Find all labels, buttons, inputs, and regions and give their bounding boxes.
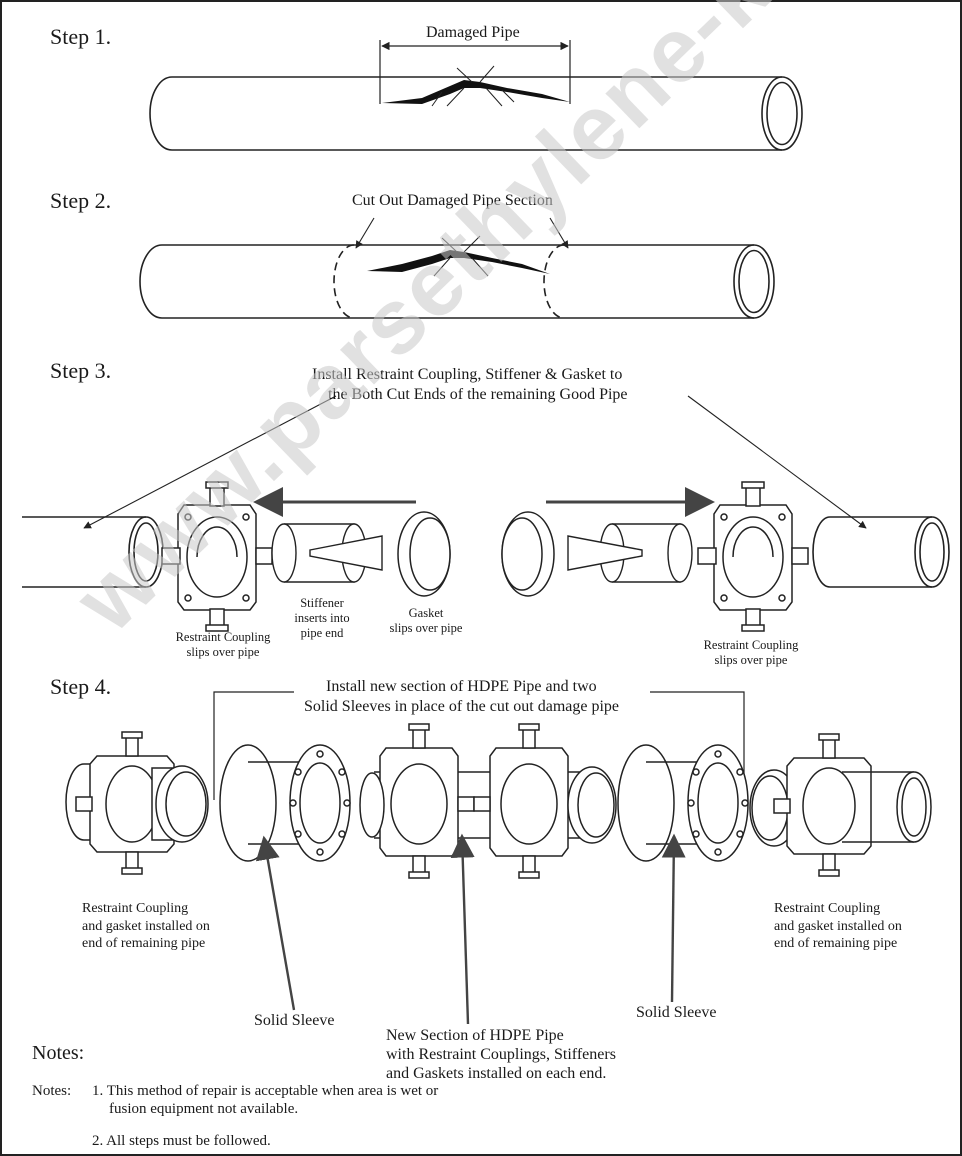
step3-left-coupling — [161, 481, 273, 632]
step1-crack — [382, 65, 570, 107]
step3-leaders — [83, 395, 867, 529]
stiffener-label: Stiffener inserts into pipe end — [294, 596, 350, 640]
step1-label: Step 1. — [50, 24, 112, 49]
step4-left-assembly — [65, 731, 209, 875]
step2-crack — [367, 235, 550, 277]
notes-prefix: Notes: — [32, 1083, 72, 1099]
step3-label: Step 3. — [50, 358, 112, 383]
step3-right-pipe — [812, 516, 950, 588]
note-1-line2: fusion equipment not available. — [109, 1101, 299, 1117]
step2-caption: Cut Out Damaged Pipe Section — [352, 192, 553, 209]
step2-label: Step 2. — [50, 188, 112, 213]
step3-right-coupling-label: Restraint Coupling slips over pipe — [703, 638, 799, 667]
step4-right-assembly — [749, 733, 932, 877]
step4-center-assembly — [359, 723, 617, 879]
step4-leaders — [255, 833, 686, 1025]
notes-heading: Notes: — [32, 1042, 85, 1064]
step4-right-sleeve — [617, 744, 749, 862]
step1-pipe — [149, 76, 803, 151]
step3-right-coupling — [697, 481, 809, 632]
step3-right-gasket — [501, 511, 555, 597]
step4-left-label: Restraint Coupling and gasket installed … — [82, 901, 210, 951]
step3-caption-line2: the Both Cut Ends of the remaining Good … — [328, 386, 628, 403]
step3-caption-line1: Install Restraint Coupling, Stiffener & … — [312, 366, 623, 383]
step3-right-stiffener — [567, 523, 693, 583]
step3-left-gasket — [397, 511, 451, 597]
gasket-label: Gasket slips over pipe — [389, 606, 463, 635]
step4-bracket — [213, 691, 745, 800]
step4-caption-line2: Solid Sleeves in place of the cut out da… — [304, 698, 620, 715]
note-1-line1: 1. This method of repair is acceptable w… — [92, 1083, 439, 1099]
step3-left-coupling-label: Restraint Coupling slips over pipe — [175, 630, 271, 659]
cut-leaders — [355, 217, 569, 249]
step1-caption: Damaged Pipe — [426, 24, 520, 41]
new-section-label: New Section of HDPE Pipe with Restraint … — [386, 1027, 616, 1083]
step4-right-label: Restraint Coupling and gasket installed … — [774, 901, 902, 951]
solid-sleeve-left-label: Solid Sleeve — [254, 1012, 335, 1029]
step4-label: Step 4. — [50, 674, 112, 699]
solid-sleeve-right-label: Solid Sleeve — [636, 1004, 717, 1021]
step3-left-pipe — [22, 516, 164, 588]
damaged-pipe-dimension — [379, 40, 571, 104]
step3-left-stiffener — [271, 523, 383, 583]
step4-left-sleeve — [219, 744, 351, 862]
step4-caption-line1: Install new section of HDPE Pipe and two — [326, 678, 597, 695]
step2-pipe — [139, 244, 775, 319]
note-2: 2. All steps must be followed. — [92, 1133, 271, 1149]
